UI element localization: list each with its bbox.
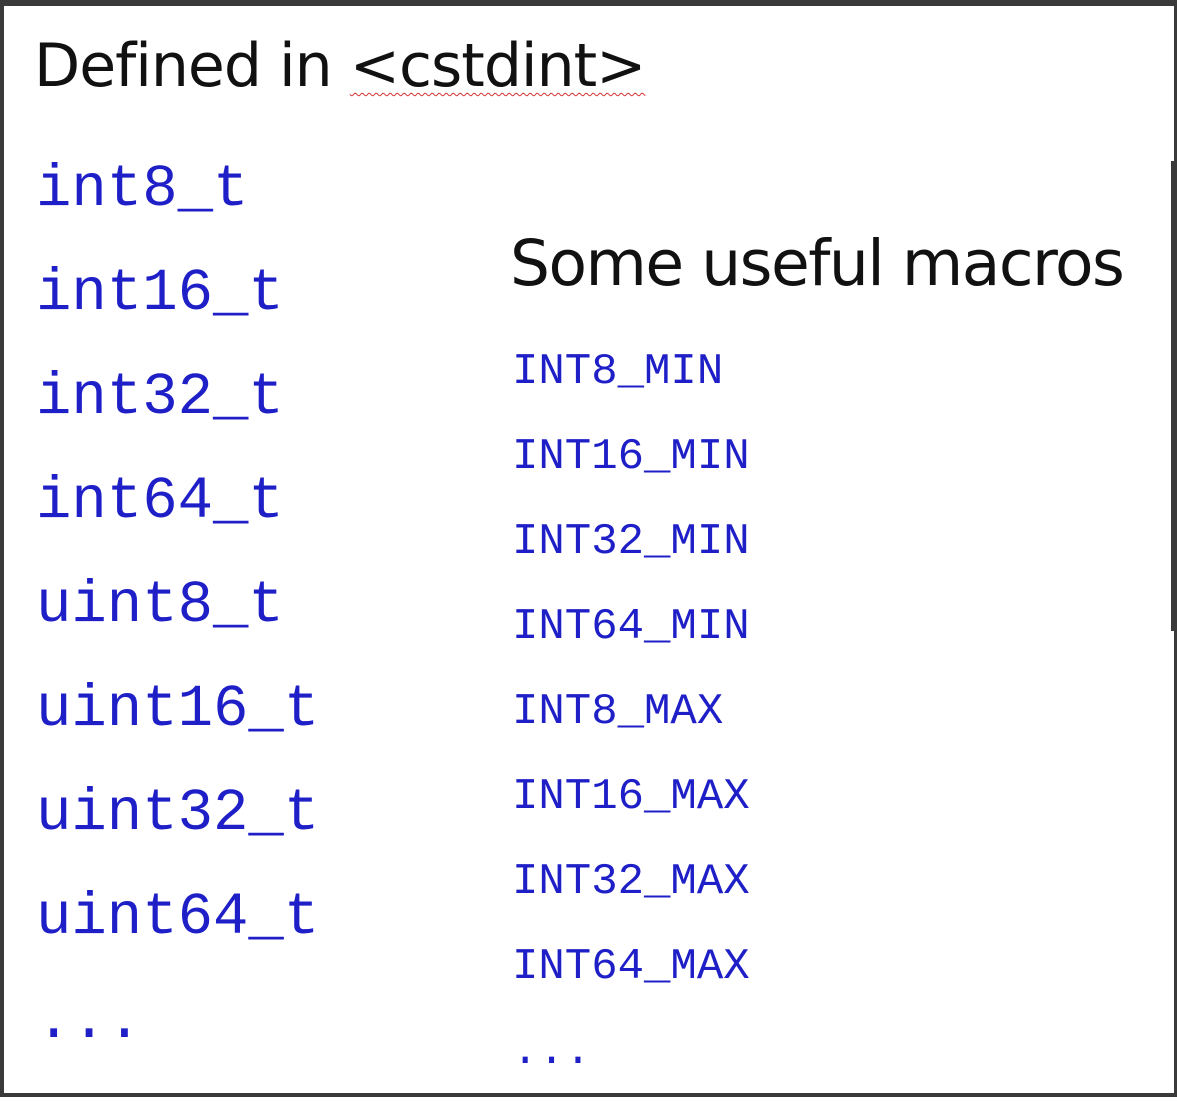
type-item: uint32_t bbox=[36, 780, 320, 847]
macro-item: INT32_MAX bbox=[512, 857, 750, 907]
slide-heading: Defined in <cstdint> bbox=[34, 36, 646, 96]
heading-header-name: <cstdint> bbox=[349, 31, 647, 101]
type-item: uint16_t bbox=[36, 676, 320, 743]
macro-item: INT64_MAX bbox=[512, 942, 750, 992]
type-item: uint64_t bbox=[36, 884, 320, 951]
macro-item: INT32_MIN bbox=[512, 517, 750, 567]
type-item: int32_t bbox=[36, 364, 284, 431]
macros-heading: Some useful macros bbox=[510, 227, 1125, 300]
type-item-ellipsis: ... bbox=[36, 988, 143, 1055]
type-item: int16_t bbox=[36, 260, 284, 327]
macro-item: INT8_MAX bbox=[512, 687, 724, 737]
slide-scrollbar[interactable] bbox=[1171, 161, 1174, 631]
macro-item: INT16_MAX bbox=[512, 772, 750, 822]
fixed-width-types-list: int8_t int16_t int32_t int64_t uint8_t u… bbox=[36, 158, 319, 1094]
macro-item: INT16_MIN bbox=[512, 432, 750, 482]
macro-item: INT8_MIN bbox=[512, 347, 724, 397]
type-item: int8_t bbox=[36, 156, 249, 223]
macro-item: INT64_MIN bbox=[512, 602, 750, 652]
type-item: uint8_t bbox=[36, 572, 284, 639]
heading-prefix: Defined in bbox=[34, 31, 350, 101]
macros-list: INT8_MIN INT16_MIN INT32_MIN INT64_MIN I… bbox=[512, 348, 750, 1113]
macro-item-ellipsis: ... bbox=[512, 1027, 592, 1077]
type-item: int64_t bbox=[36, 468, 284, 535]
